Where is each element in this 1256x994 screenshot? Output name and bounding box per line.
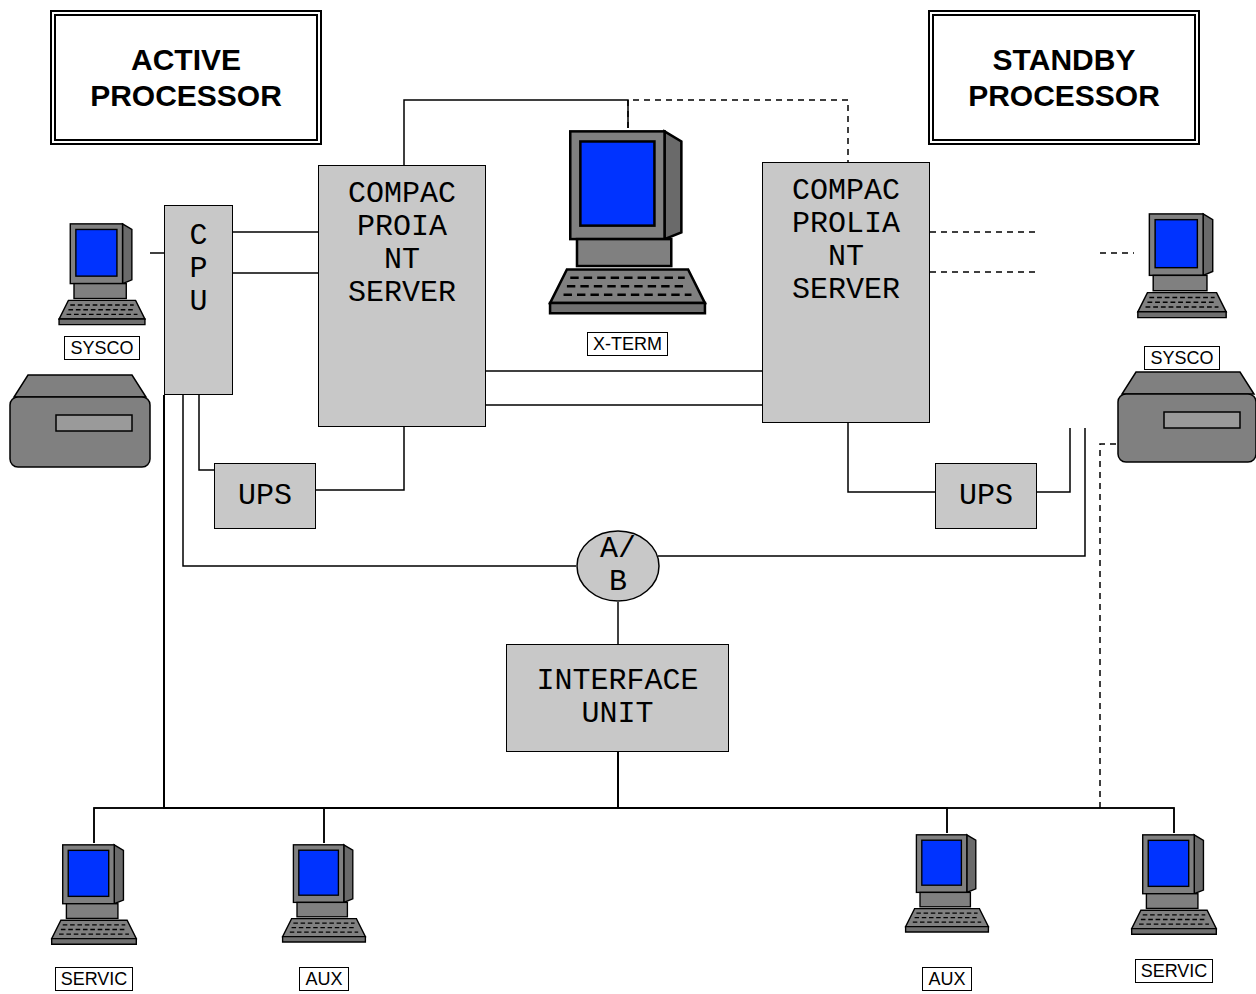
connector [164,395,324,843]
switch-circle: A/ B [576,530,660,602]
terminal: SERVIC [48,843,140,991]
cpu-box: C P U [164,205,233,395]
power-wire [1037,428,1070,492]
terminal: AUX [902,833,992,991]
connector [233,272,318,274]
server-box: COMPAC PROIA NT SERVER [318,165,486,427]
printer-icon [1118,372,1256,462]
terminal-label: X-TERM [587,332,668,356]
connector [164,395,947,833]
terminal: SERVIC [1128,833,1220,983]
box-label: COMPAC PROLIA NT SERVER [782,175,910,307]
interface-box: INTERFACE UNIT [506,644,729,752]
connector [486,370,762,372]
connector [618,752,947,833]
connector [199,395,214,470]
computer-icon [279,843,369,965]
box-label: A/ B [593,533,643,599]
terminal-label: SYSCO [64,336,139,360]
computer-icon [902,833,992,965]
dashed-link [1100,444,1118,808]
computer-icon [540,128,715,330]
connector [233,231,318,233]
terminal-label: AUX [922,967,971,991]
connector [94,395,164,843]
computer-icon [1134,212,1230,344]
ups-box: UPS [214,463,316,529]
connector [164,395,1174,833]
processor-heading: ACTIVE PROCESSOR [50,10,322,145]
terminal-label: AUX [299,967,348,991]
terminal-label: SYSCO [1144,346,1219,370]
dashed-link [930,231,1035,233]
computer-icon [54,222,150,334]
box-label: COMPAC PROIA NT SERVER [338,178,466,310]
terminal: AUX [279,843,369,991]
terminal-label: SERVIC [1135,959,1214,983]
box-label: STANDBY PROCESSOR [934,42,1194,114]
connector [486,404,762,406]
connector [618,752,1174,833]
connector [316,427,404,490]
terminal: X-TERM [540,128,715,356]
computer-icon [48,843,140,965]
box-label: C P U [179,220,218,319]
processor-heading: STANDBY PROCESSOR [928,10,1200,145]
server-box: COMPAC PROLIA NT SERVER [762,162,930,423]
connector [94,752,618,843]
dashed-link [930,271,1035,273]
connector [617,602,619,644]
terminal: SYSCO [1134,212,1230,370]
computer-icon [1128,833,1220,957]
terminal: SYSCO [54,222,150,360]
ups-box: UPS [935,463,1037,529]
box-label: ACTIVE PROCESSOR [56,42,316,114]
box-label: INTERFACE UNIT [517,665,718,731]
box-label: UPS [959,480,1013,513]
printer-icon [10,375,150,467]
connector [150,252,164,254]
dashed-link [1100,252,1134,254]
connector [848,423,935,492]
box-label: UPS [238,480,292,513]
connector [324,752,618,843]
terminal-label: SERVIC [55,967,134,991]
